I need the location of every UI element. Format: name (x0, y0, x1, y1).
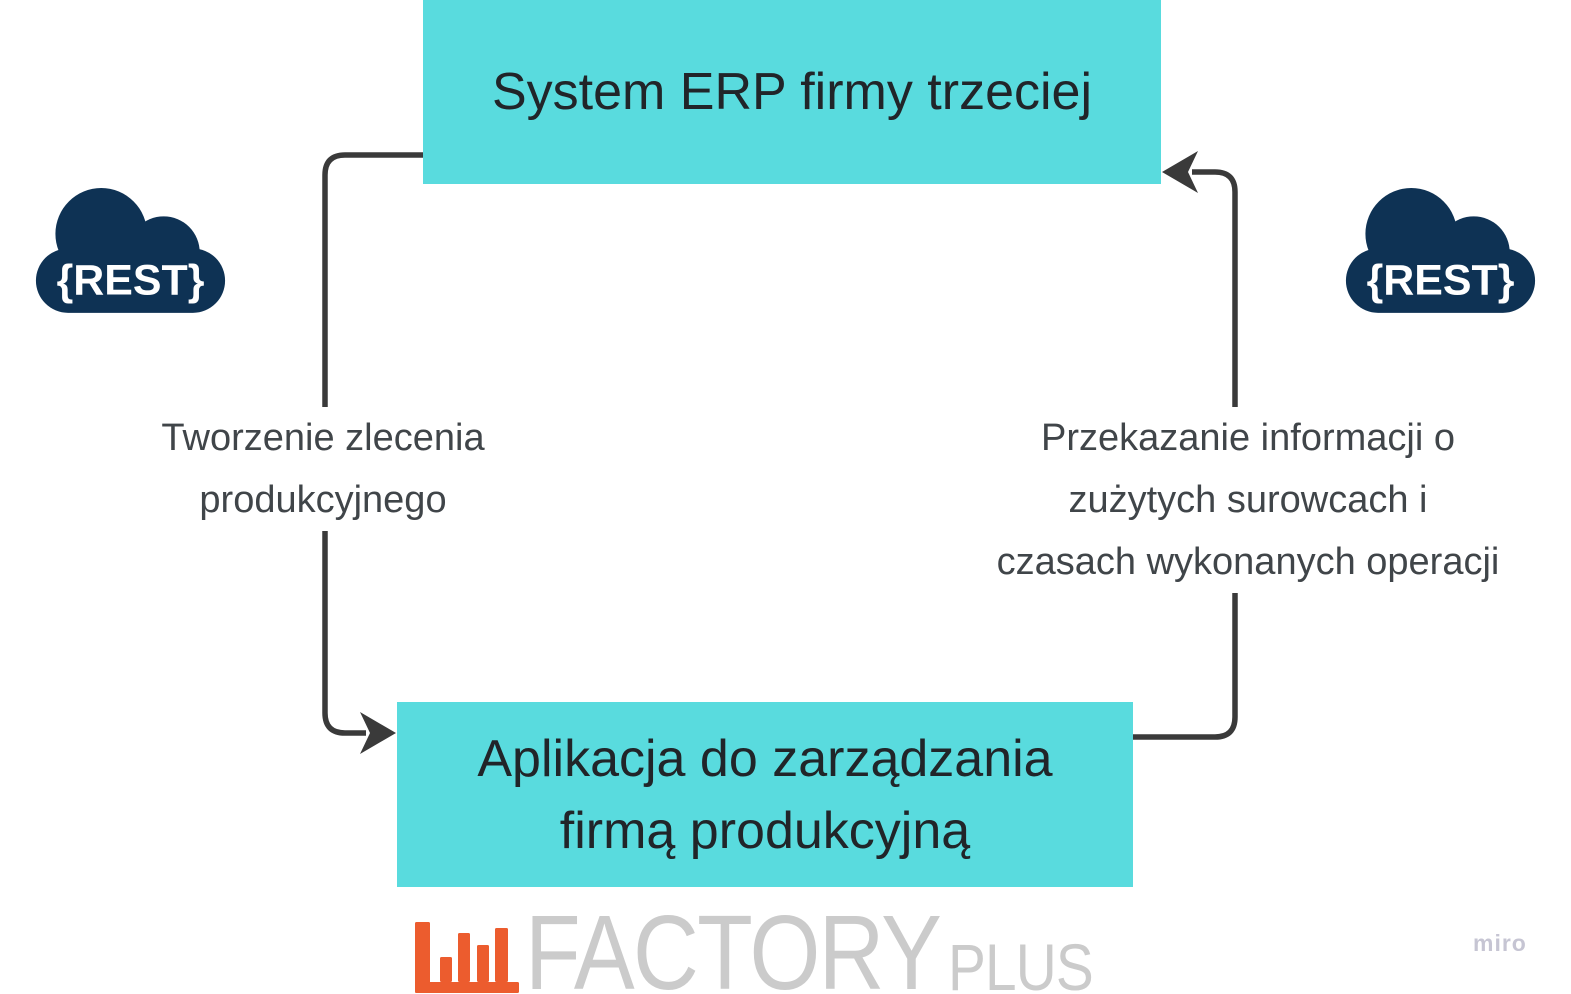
right-label-line3: czasach wykonanych operacji (988, 531, 1508, 593)
shape-bottom-box[interactable]: Aplikacja do zarządzania firmą produkcyj… (397, 702, 1133, 887)
arrowhead-left-icon (1162, 151, 1198, 193)
rest-cloud-icon-right[interactable]: {REST} (1343, 180, 1538, 317)
shape-top-box[interactable]: System ERP firmy trzeciej (423, 0, 1161, 184)
rest-cloud-left-label: {REST} (57, 256, 205, 304)
right-label-line1: Przekazanie informacji o (1033, 407, 1463, 469)
connector-label-left[interactable]: Tworzenie zlecenia produkcyjnego (73, 407, 573, 531)
left-label-line2: produkcyjnego (191, 469, 455, 531)
rest-cloud-right-label: {REST} (1367, 256, 1515, 304)
left-label-line1: Tworzenie zlecenia (153, 407, 493, 469)
rest-cloud-icon-left[interactable]: {REST} (33, 180, 228, 317)
arrowhead-right-icon (360, 712, 396, 754)
connector-label-right[interactable]: Przekazanie informacji o zużytych surowc… (938, 407, 1558, 593)
right-label-line2: zużytych surowcach i (1060, 469, 1436, 531)
bottom-box-line2: firmą produkcyjną (559, 801, 971, 860)
top-box-label: System ERP firmy trzeciej (491, 63, 1093, 121)
bottom-box-line1: Aplikacja do zarządzania (477, 729, 1053, 788)
miro-watermark: miro (1473, 930, 1527, 956)
